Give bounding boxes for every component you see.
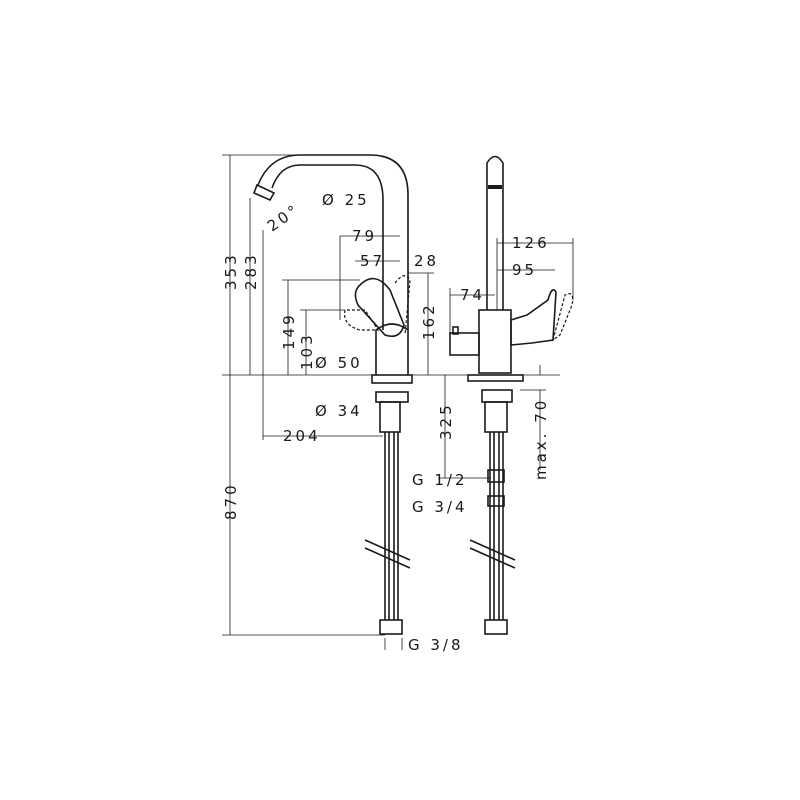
body [375,323,409,375]
dim-body-diameter: Ø 50 [315,354,363,372]
thread-g38: G 3/8 [408,636,464,654]
spout-outer [257,154,409,330]
dim-shank-diameter: Ø 34 [315,402,363,420]
dim-angle-20: 20° [264,200,303,235]
handle-up-position [394,275,411,336]
spout-front [486,155,504,310]
dim-spout-diameter: Ø 25 [322,191,370,209]
dimension-lines [222,154,574,650]
dim-126: 126 [512,234,550,252]
dim-28: 28 [414,252,439,270]
dim-79: 79 [352,227,377,245]
base-flange [371,374,413,384]
body-front [478,309,512,374]
dim-74: 74 [460,286,485,304]
dim-353: 353 [222,252,240,290]
dim-57: 57 [360,252,385,270]
dim-149: 149 [280,312,298,350]
aerator [252,183,276,202]
handle-down-position [343,309,380,331]
shank [379,401,401,433]
base-front [467,374,524,382]
knob [449,332,480,356]
dim-204: 204 [283,427,321,445]
thread-g12: G 1/2 [412,471,468,489]
dim-325: 325 [437,402,455,440]
spout-inner [271,164,384,330]
dim-95: 95 [512,261,537,279]
dim-283: 283 [242,252,260,290]
thread-g34: G 3/4 [412,498,468,516]
base-nut [375,391,409,403]
dim-max-70: max. 70 [532,398,550,480]
dim-103: 103 [298,332,316,370]
dim-162: 162 [420,302,438,340]
handle-alt-position [551,293,574,342]
dim-870: 870 [222,482,240,520]
side-view-faucet [252,154,413,635]
hose-fitting [379,619,403,635]
front-view-faucet [449,155,574,635]
handle-front [510,289,557,346]
handle [354,277,405,338]
